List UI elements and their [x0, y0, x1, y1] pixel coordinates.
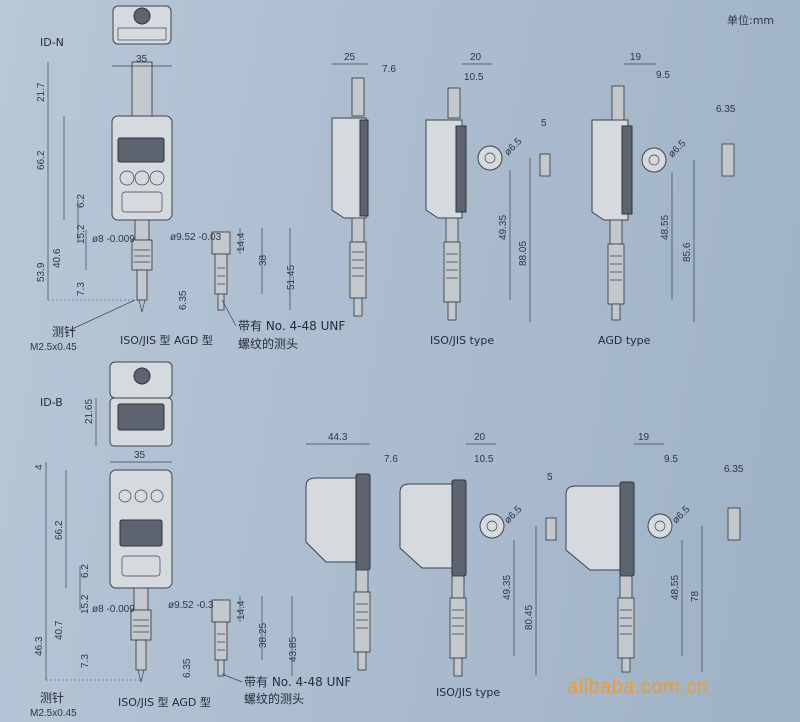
- dim-b-h78: 78: [690, 590, 701, 602]
- dim-h4855: 48.55: [660, 215, 671, 240]
- dim-b-w20: 20: [474, 432, 486, 443]
- dim-b-h635: 6.35: [182, 658, 193, 678]
- dim-b-h62: 6.2: [80, 564, 91, 578]
- id-b-front-dims: 35 4 66.2 6.2 15.2 40.7 46.3 7.3 ø8 -0.0…: [34, 450, 172, 681]
- id-n-agd-type-view: 19 9.5 ø6.5 6.35 48.55 85.6 AGD type: [591, 52, 736, 347]
- dim-w635: 6.35: [716, 104, 736, 115]
- dim-b-d952: ø9.52 -0.3: [168, 600, 214, 611]
- dim-h73: 7.3: [76, 282, 87, 296]
- model-label-id-b: ID-B: [40, 396, 63, 409]
- dim-b-d8: ø8 -0.009: [92, 604, 135, 615]
- dim-b-h4935: 49.35: [502, 575, 513, 600]
- dim-h152: 15.2: [76, 224, 87, 244]
- dim-b-d65b: ø6.5: [670, 504, 692, 526]
- id-n-side-view: 25 7.6: [331, 52, 396, 317]
- dim-b-h2165: 21.65: [84, 399, 95, 424]
- thread-label-top: M2.5x0.45: [30, 342, 77, 353]
- thread-label-bottom: M2.5x0.45: [30, 708, 77, 719]
- dim-b-h4: 4: [34, 464, 45, 470]
- unf-line1-bottom: 带有 No. 4-48 UNF: [244, 675, 351, 689]
- id-b-front-view: [109, 469, 173, 683]
- dim-b-w76: 7.6: [384, 454, 398, 465]
- dim-b-h4855: 48.55: [670, 575, 681, 600]
- unf-line2-top: 螺纹的测头: [238, 336, 298, 351]
- dim-w95: 9.5: [656, 70, 670, 81]
- dim-b-h407: 40.7: [54, 620, 65, 640]
- dim-d8: ø8 -0.009: [92, 234, 135, 245]
- id-n-front-dims: 35 21.7 66.2 6.2 15.2 40.6 53.9 7.3 ø8 -…: [36, 54, 172, 301]
- dim-h8805: 88.05: [518, 241, 529, 266]
- dim-w20: 20: [470, 52, 482, 63]
- dim-b-w19: 19: [638, 432, 650, 443]
- id-b-top-view: 21.65: [84, 361, 173, 447]
- unf-line2-bottom: 螺纹的测头: [244, 691, 304, 706]
- dim-b-w443: 44.3: [328, 432, 348, 443]
- dim-w5: 5: [541, 118, 547, 129]
- unf-line1-top: 带有 No. 4-48 UNF: [238, 319, 345, 333]
- dim-b-w5: 5: [547, 472, 553, 483]
- dim-h4935: 49.35: [498, 215, 509, 240]
- id-b-agd-stem: ø9.52 -0.3 14.4 38.25 43.85 6.35: [168, 596, 299, 678]
- dim-h856: 85.6: [682, 242, 693, 262]
- dim-d65b: ø6.5: [666, 138, 688, 160]
- dim-d952: ø9.52 -0.03: [170, 232, 222, 243]
- dim-b-h4385: 43.85: [288, 637, 299, 662]
- dim-b-h144: 14.4: [236, 600, 247, 620]
- iso-type-label-bottom: ISO/JIS type: [436, 686, 500, 699]
- id-b-side-view: 44.3 7.6: [305, 432, 398, 671]
- dim-w76: 7.6: [382, 64, 396, 75]
- id-b-agd-type-view: 19 9.5 ø6.5 6.35 48.55 78: [565, 432, 744, 673]
- dim-h406: 40.6: [52, 248, 63, 268]
- watermark: alibaba.com.cn: [567, 676, 709, 698]
- dim-b-h73: 7.3: [80, 654, 91, 668]
- id-n-iso-type-view: 20 10.5 ø6.5 5 49.35 88.05 ISO/JIS type: [425, 52, 551, 347]
- probe-label-bottom: 测针: [40, 690, 64, 705]
- id-b-iso-type-view: 20 10.5 ø6.5 5 49.35 80.45 ISO/JIS type: [399, 432, 557, 699]
- dim-b-w635: 6.35: [724, 464, 744, 475]
- dim-b-h463: 46.3: [34, 636, 45, 656]
- dim-w105: 10.5: [464, 72, 484, 83]
- probe-label-top: 测针: [52, 324, 76, 339]
- dim-h62: 6.2: [76, 194, 87, 208]
- model-label-id-n: ID-N: [40, 36, 64, 49]
- iso-type-label-top: ISO/JIS type: [430, 334, 494, 347]
- dim-h539: 53.9: [36, 262, 47, 282]
- dim-h144: 14.4: [236, 232, 247, 252]
- id-n-top-view: [112, 5, 172, 45]
- dim-b-w35: 35: [134, 450, 146, 461]
- id-n-agd-stem: ø9.52 -0.03 14.4 38 51.45 6.35: [170, 228, 297, 311]
- dim-b-h8045: 80.45: [524, 605, 535, 630]
- agd-type-label-top: AGD type: [598, 334, 651, 347]
- iso-agd-label-bottom: ISO/JIS 型 AGD 型: [118, 695, 211, 709]
- dim-w25: 25: [344, 52, 356, 63]
- dim-w19: 19: [630, 52, 642, 63]
- dim-b-w105: 10.5: [474, 454, 494, 465]
- dim-h38: 38: [258, 254, 269, 266]
- dim-h5145: 51.45: [286, 265, 297, 290]
- dim-h662: 66.2: [36, 150, 47, 170]
- dim-b-d65: ø6.5: [502, 504, 524, 526]
- unit-label: 单位:mm: [727, 14, 775, 27]
- dim-h217: 21.7: [36, 82, 47, 102]
- id-n-front-view: [111, 61, 173, 313]
- iso-agd-label-top: ISO/JIS 型 AGD 型: [120, 333, 213, 347]
- dim-w35: 35: [136, 54, 148, 65]
- dim-b-h662: 66.2: [54, 520, 65, 540]
- dim-b-w95: 9.5: [664, 454, 678, 465]
- dim-b-h3825: 38.25: [258, 623, 269, 648]
- dim-d65: ø6.5: [502, 136, 524, 158]
- dim-h635: 6.35: [178, 290, 189, 310]
- dim-b-h152: 15.2: [80, 594, 91, 614]
